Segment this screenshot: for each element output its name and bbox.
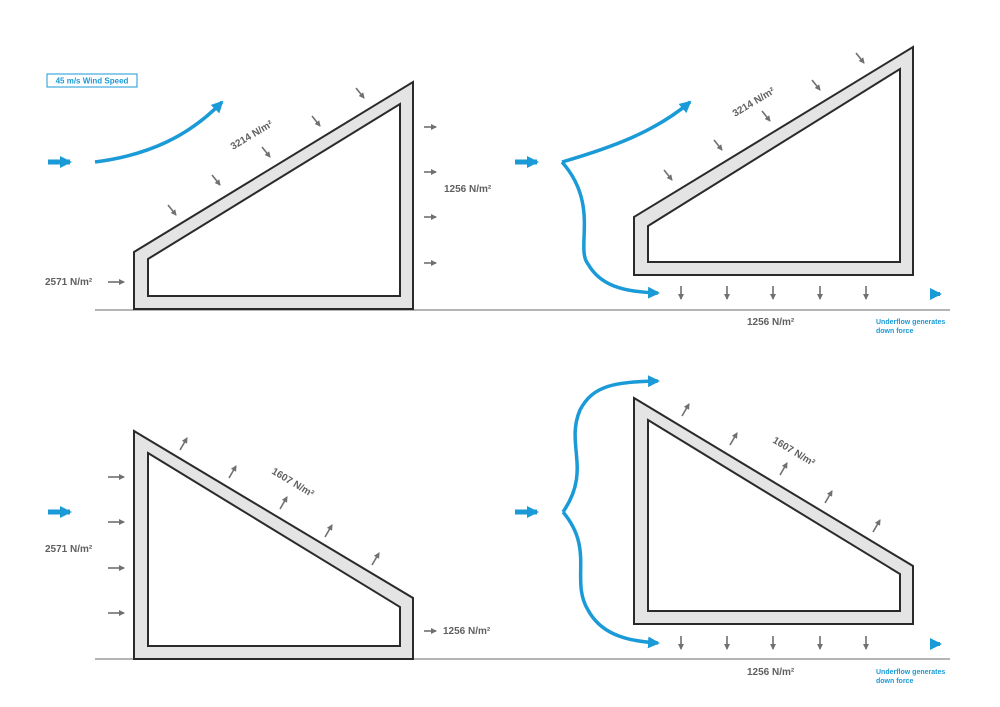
roof-suction-arrows bbox=[681, 403, 881, 533]
building-inner bbox=[147, 102, 401, 297]
roof-pressure-arrows bbox=[167, 87, 365, 216]
leeward-arrows bbox=[424, 124, 437, 266]
building-inner bbox=[647, 418, 901, 612]
roof-pressure-label: 1607 N/m² bbox=[770, 435, 817, 469]
flow-line-under bbox=[561, 510, 660, 649]
panel-bottom-right: 1607 N/m² 1256 N/m² Underflow generates … bbox=[515, 375, 945, 685]
building-inner bbox=[147, 451, 401, 647]
leeward-pressure-label: 1256 N/m² bbox=[444, 184, 492, 195]
flow-line-over bbox=[561, 375, 660, 513]
leeward-pressure-label: 1256 N/m² bbox=[443, 626, 491, 637]
flow-line-up bbox=[561, 100, 692, 164]
underside-arrows bbox=[678, 286, 869, 300]
underflow-note-line1: Underflow generates bbox=[876, 669, 945, 676]
windward-pressure-label: 2571 N/m² bbox=[45, 277, 93, 288]
underflow-note-line2: down force bbox=[876, 328, 913, 335]
windward-pressure-label: 2571 N/m² bbox=[45, 544, 93, 555]
roof-pressure-arrows bbox=[663, 52, 865, 181]
panel-top-left: 45 m/s Wind Speed 3214 N/m² 1256 N/m² 25… bbox=[45, 73, 492, 310]
panel-bottom-left: 2571 N/m² 1607 N/m² 1256 N/m² bbox=[45, 429, 491, 660]
roof-pressure-label: 3214 N/m² bbox=[229, 118, 276, 152]
underside-arrows bbox=[678, 636, 869, 650]
wind-speed-legend: 45 m/s Wind Speed bbox=[56, 77, 129, 86]
flow-line-under bbox=[560, 160, 660, 299]
roof-pressure-label: 3214 N/m² bbox=[731, 85, 778, 119]
roof-suction-arrows bbox=[179, 437, 380, 566]
underside-pressure-label: 1256 N/m² bbox=[747, 667, 795, 678]
flow-line bbox=[94, 100, 224, 164]
panel-top-right: 3214 N/m² 1256 N/m² Underflow generates … bbox=[515, 45, 945, 335]
underflow-note-line1: Underflow generates bbox=[876, 319, 945, 326]
building-inner bbox=[647, 67, 901, 263]
windward-arrows bbox=[108, 474, 125, 616]
underside-pressure-label: 1256 N/m² bbox=[747, 317, 795, 328]
wind-speed-legend-box bbox=[46, 73, 138, 88]
roof-pressure-label: 1607 N/m² bbox=[269, 466, 316, 500]
underflow-note-line2: down force bbox=[876, 678, 913, 685]
